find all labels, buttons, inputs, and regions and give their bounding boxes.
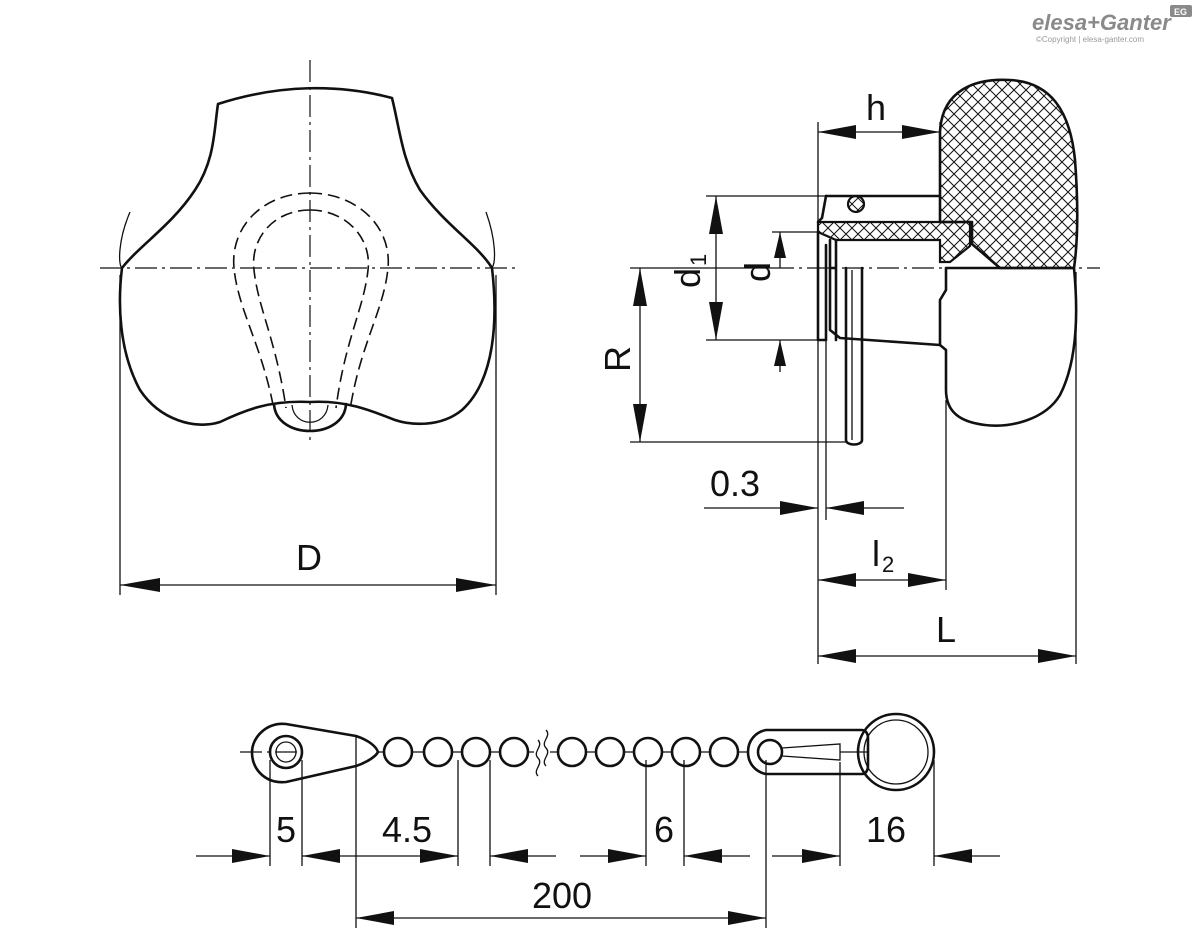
dim-label-200: 200 xyxy=(532,875,592,916)
svg-text:2: 2 xyxy=(882,552,894,577)
chain-right-clip xyxy=(746,728,870,776)
svg-text:R: R xyxy=(597,346,638,372)
front-view: D xyxy=(100,60,520,595)
brand-badge xyxy=(1170,5,1192,17)
knob-lower-body xyxy=(938,266,1078,427)
dim-label-4-5: 4.5 xyxy=(382,809,432,850)
brand-logo: elesa+Ganter EG ©Copyright | elesa-gante… xyxy=(1032,5,1192,44)
o-ring xyxy=(846,194,866,214)
svg-text:l: l xyxy=(872,533,880,574)
split-ring xyxy=(856,712,936,792)
pin xyxy=(844,266,864,446)
insert-hatched xyxy=(816,220,972,264)
svg-text:d: d xyxy=(667,268,708,288)
dim-label-5: 5 xyxy=(276,809,296,850)
knob-outline xyxy=(118,86,496,426)
knob-section-hatched xyxy=(938,78,1079,270)
dim-label-l2: l 2 xyxy=(872,533,894,577)
dim-label-D: D xyxy=(296,537,322,578)
left-eyelet-hole xyxy=(268,734,304,770)
copyright-text: ©Copyright | elesa-ganter.com xyxy=(1036,35,1144,44)
chain-view: 5 4.5 6 16 200 xyxy=(196,712,1000,928)
brand-logo-text: elesa+Ganter xyxy=(1032,10,1172,35)
chain-beads xyxy=(378,729,748,777)
dim-label-h: h xyxy=(866,87,886,128)
dim-label-d1: d 1 xyxy=(667,254,711,288)
dim-label-0-3: 0.3 xyxy=(710,463,760,504)
left-lobe-arc xyxy=(118,211,131,269)
dim-label-6: 6 xyxy=(654,809,674,850)
side-section-view: h d 1 d R 0.3 xyxy=(597,78,1100,664)
recess-inner-dashed xyxy=(309,209,370,409)
recess-outer-dashed xyxy=(309,192,389,411)
svg-text:d: d xyxy=(737,262,778,282)
dim-label-R: R xyxy=(597,346,638,372)
brand-badge-text: EG xyxy=(1174,7,1187,17)
dim-label-L: L xyxy=(936,609,956,650)
svg-text:1: 1 xyxy=(686,254,711,266)
dim-label-16: 16 xyxy=(866,809,906,850)
dim-label-d: d xyxy=(737,262,778,282)
right-lobe-arc xyxy=(485,211,496,269)
right-clip-hole xyxy=(756,738,784,766)
